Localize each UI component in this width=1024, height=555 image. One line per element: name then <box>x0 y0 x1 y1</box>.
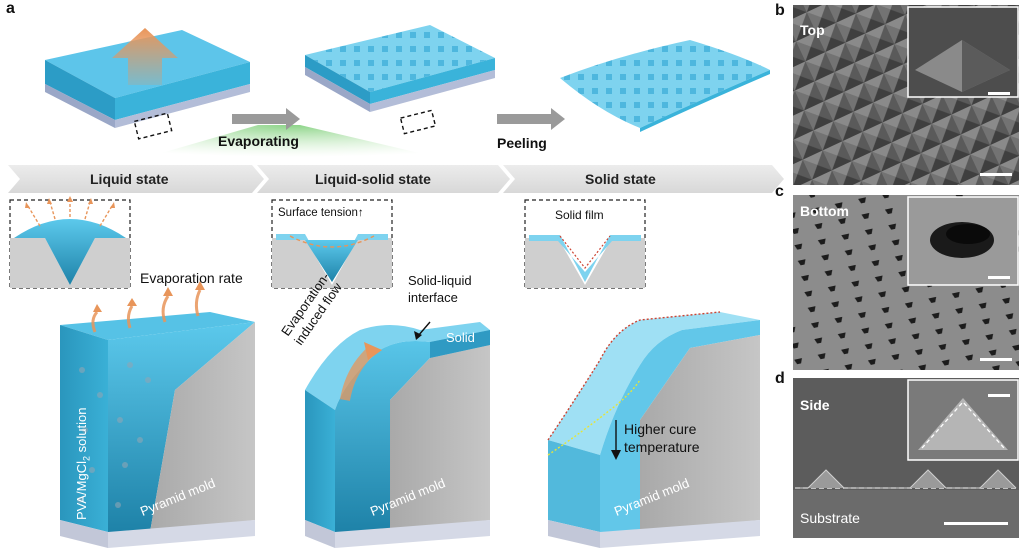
surface-tension-label: Surface tension↑ <box>278 207 364 219</box>
state-band <box>8 165 784 193</box>
state-label-solid: Solid state <box>585 171 656 187</box>
peeling-label: Peeling <box>497 135 547 151</box>
liquid-state-inset-drawing <box>9 196 131 289</box>
evaporating-label: Evaporating <box>218 133 299 149</box>
evaporation-rate-arrows-icon <box>91 289 202 333</box>
solid-label: Solid <box>446 330 475 345</box>
evaporation-arrow-icon <box>112 28 178 85</box>
solid-film-label: Solid film <box>555 208 604 222</box>
liquid-solid-block-3d <box>305 321 490 548</box>
solid-block-3d <box>547 311 760 548</box>
up-arrow-icon: ↑ <box>357 207 364 219</box>
state-label-liquid: Liquid state <box>90 171 169 187</box>
sem-top-image <box>793 5 1019 185</box>
panel-letter-c: c <box>775 183 784 200</box>
sem-side-title: Side <box>800 397 830 413</box>
evaporating-arrow-icon <box>232 108 300 130</box>
substrate-label: Substrate <box>800 510 860 526</box>
sem-bottom-title: Bottom <box>800 203 849 219</box>
liquid-solid-inset-drawing <box>271 199 393 289</box>
panel-letter-b: b <box>775 2 785 19</box>
sem-side-image <box>793 378 1019 538</box>
panel-letter-a: a <box>6 0 15 17</box>
pva-solution-label: PVA/MgCl2 solution <box>74 407 92 520</box>
solid-film-inset-drawing <box>524 199 646 289</box>
liquid-block-3d <box>60 312 255 548</box>
state-label-liquid-solid: Liquid-solid state <box>315 171 431 187</box>
sem-bottom-image <box>793 195 1019 370</box>
peeled-film-3d <box>560 40 770 132</box>
evaporation-rate-label: Evaporation rate <box>140 270 243 286</box>
peeling-arrow-icon <box>497 108 565 130</box>
panel-letter-d: d <box>775 370 785 387</box>
film-on-mold-3d <box>305 25 495 135</box>
evaporation-glow <box>120 125 470 165</box>
sem-top-title: Top <box>800 22 825 38</box>
